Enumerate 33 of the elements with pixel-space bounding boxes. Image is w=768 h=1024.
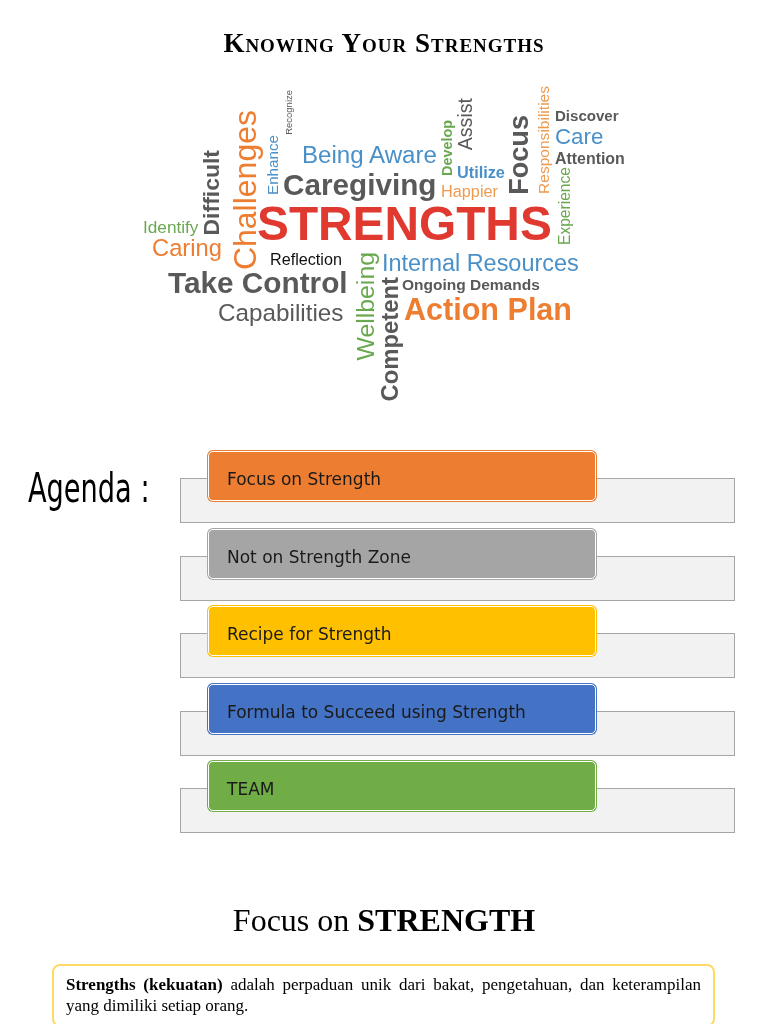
word-cloud-word: Responsibilities — [536, 86, 552, 194]
word-cloud-word: Experience — [557, 167, 573, 245]
word-cloud-word: Assist — [456, 98, 476, 151]
word-cloud-word: Care — [555, 126, 604, 149]
word-cloud-word: Recognize — [284, 90, 294, 135]
section-heading: Focus on STRENGTH — [231, 902, 537, 939]
word-cloud-word: Develop — [440, 120, 455, 176]
page-title: Knowing Your Strengths — [222, 28, 546, 59]
word-cloud-word: Action Plan — [404, 294, 573, 325]
word-cloud-word: Capabilities — [218, 301, 344, 326]
word-cloud-word: Difficult — [200, 150, 223, 236]
agenda-item: Recipe for Strength — [208, 606, 596, 656]
word-cloud-word: Focus — [505, 115, 533, 195]
word-cloud-word: Competent — [378, 277, 402, 402]
word-cloud-word: Ongoing Demands — [402, 277, 540, 293]
word-cloud-word: Identify — [143, 219, 199, 237]
agenda-item: Focus on Strength — [208, 451, 596, 501]
agenda-item: TEAM — [208, 761, 596, 811]
agenda-item: Formula to Succeed using Strength — [208, 683, 596, 734]
word-cloud-word: Attention — [555, 151, 625, 167]
word-cloud-word: Caring — [152, 237, 222, 261]
word-cloud-word: Internal Resources — [382, 252, 579, 276]
word-cloud-word: Happier — [441, 183, 499, 200]
word-cloud-word: Discover — [555, 108, 619, 124]
word-cloud-word: Utilize — [457, 164, 505, 181]
agenda-item: Not on Strength Zone — [208, 528, 596, 579]
definition-text: Strengths (kekuatan) adalah perpaduan unik dari bakat, pengetahuan, dan keterampilan yang dimiliki setiap orang. — [52, 964, 715, 1024]
word-cloud-word: Enhance — [265, 135, 281, 195]
word-cloud-word: Take Control — [168, 268, 348, 298]
word-cloud-word: Caregiving — [283, 170, 437, 200]
word-cloud-word: Being Aware — [302, 143, 437, 168]
word-cloud-word: Wellbeing — [354, 252, 379, 361]
word-cloud-word: Reflection — [270, 251, 342, 268]
